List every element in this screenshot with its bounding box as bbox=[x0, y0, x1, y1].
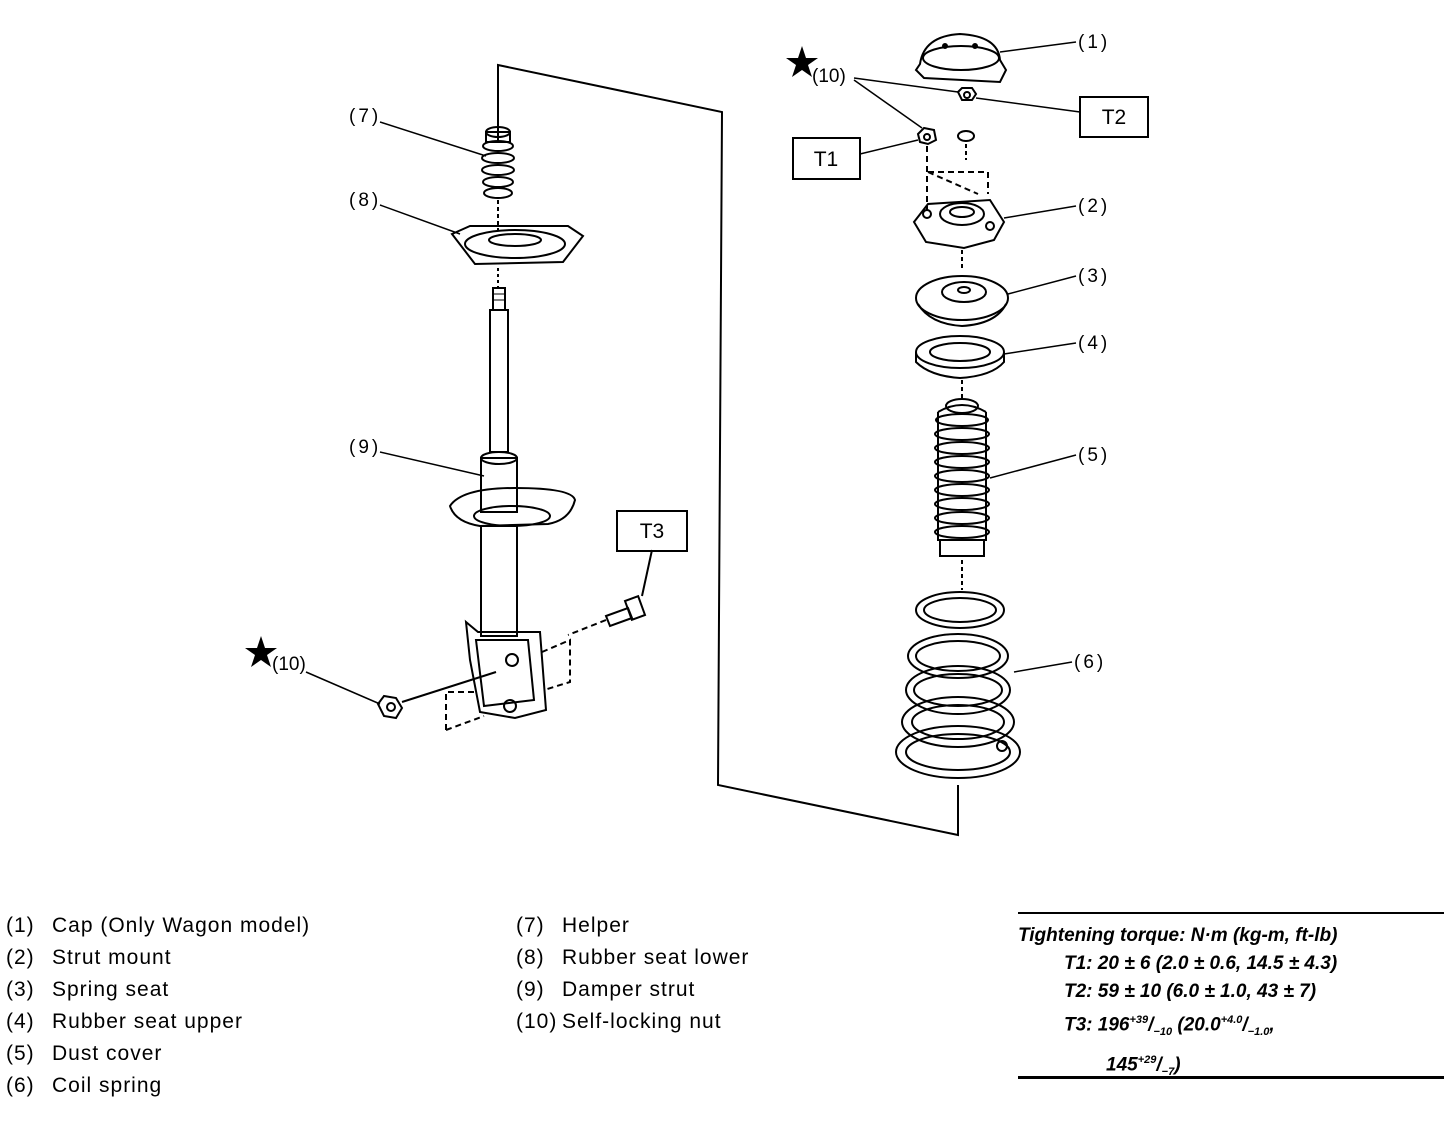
cap bbox=[914, 32, 1008, 84]
legend-item: (5)Dust cover bbox=[6, 1042, 163, 1065]
legend-item: (9)Damper strut bbox=[516, 978, 696, 1001]
callout-5: (5) bbox=[1078, 445, 1110, 466]
legend-item: (3)Spring seat bbox=[6, 978, 170, 1001]
leader-lines bbox=[305, 41, 1081, 705]
torque-box-t2: T2 bbox=[1079, 96, 1149, 138]
torque-t2: T2: 59 ± 10 (6.0 ± 1.0, 43 ± 7) bbox=[1064, 981, 1317, 1002]
rubber-seat-upper bbox=[915, 335, 1005, 398]
callout-2: (2) bbox=[1078, 196, 1110, 217]
star-icon-left bbox=[245, 636, 277, 667]
legend-item: (7)Helper bbox=[516, 914, 630, 937]
exploded-strut-diagram: T1 T2 T3 (1) (2) (3) (4) (5) (6) (7) (8)… bbox=[245, 32, 1149, 837]
legend-item: (6)Coil spring bbox=[6, 1074, 163, 1097]
svg-text:T1: T1 bbox=[814, 148, 839, 171]
legend-item: (4)Rubber seat upper bbox=[6, 1010, 243, 1033]
callout-6: (6) bbox=[1074, 652, 1106, 673]
spring-seat bbox=[915, 275, 1009, 328]
callout-9: (9) bbox=[349, 437, 381, 458]
callout-7: (7) bbox=[349, 106, 381, 127]
helper bbox=[481, 126, 515, 230]
coil-spring bbox=[895, 591, 1021, 779]
torque-box-t1: T1 bbox=[792, 137, 861, 180]
self-locking-nut-left bbox=[376, 671, 497, 720]
callout-3: (3) bbox=[1078, 266, 1110, 287]
top-rule bbox=[1018, 912, 1444, 914]
legend-item: (2)Strut mount bbox=[6, 946, 172, 969]
star-icon-right bbox=[786, 46, 818, 77]
svg-text:T3: T3 bbox=[640, 520, 665, 543]
callout-8: (8) bbox=[349, 190, 381, 211]
callout-4: (4) bbox=[1078, 333, 1110, 354]
legend-item: (1)Cap (Only Wagon model) bbox=[6, 914, 311, 937]
assembly-connector-lines bbox=[497, 63, 959, 837]
t3-bolt bbox=[567, 549, 653, 636]
legend-item: (10)Self-locking nut bbox=[516, 1010, 722, 1033]
callout-10-left: (10) bbox=[272, 654, 306, 675]
legend-item: (8)Rubber seat lower bbox=[516, 946, 750, 969]
svg-text:T2: T2 bbox=[1102, 106, 1127, 129]
damper-strut bbox=[445, 268, 577, 731]
strut-mount bbox=[912, 198, 1006, 270]
dust-cover bbox=[934, 398, 990, 590]
rubber-seat-lower bbox=[450, 225, 585, 266]
torque-title: Tightening torque: N·m (kg-m, ft-lb) bbox=[1018, 925, 1338, 946]
torque-t3: T3: 196+39/−10 (20.0+4.0/−1.0, bbox=[1064, 1014, 1275, 1039]
callout-1: (1) bbox=[1078, 32, 1110, 53]
upper-nuts bbox=[916, 87, 989, 210]
torque-t1: T1: 20 ± 6 (2.0 ± 0.6, 14.5 ± 4.3) bbox=[1064, 953, 1338, 974]
parts-legend-left: (1)Cap (Only Wagon model) (2)Strut mount… bbox=[6, 910, 310, 1102]
callout-10-right: (10) bbox=[812, 66, 846, 87]
parts-legend-middle: (7)Helper (8)Rubber seat lower (9)Damper… bbox=[516, 910, 749, 1038]
torque-box-t3: T3 bbox=[616, 510, 688, 552]
bottom-rule bbox=[1018, 1076, 1444, 1079]
torque-t3-cont: 145+29/−7) bbox=[1106, 1054, 1181, 1079]
tightening-torque-spec: Tightening torque: N·m (kg-m, ft-lb) T1:… bbox=[1018, 912, 1444, 1086]
